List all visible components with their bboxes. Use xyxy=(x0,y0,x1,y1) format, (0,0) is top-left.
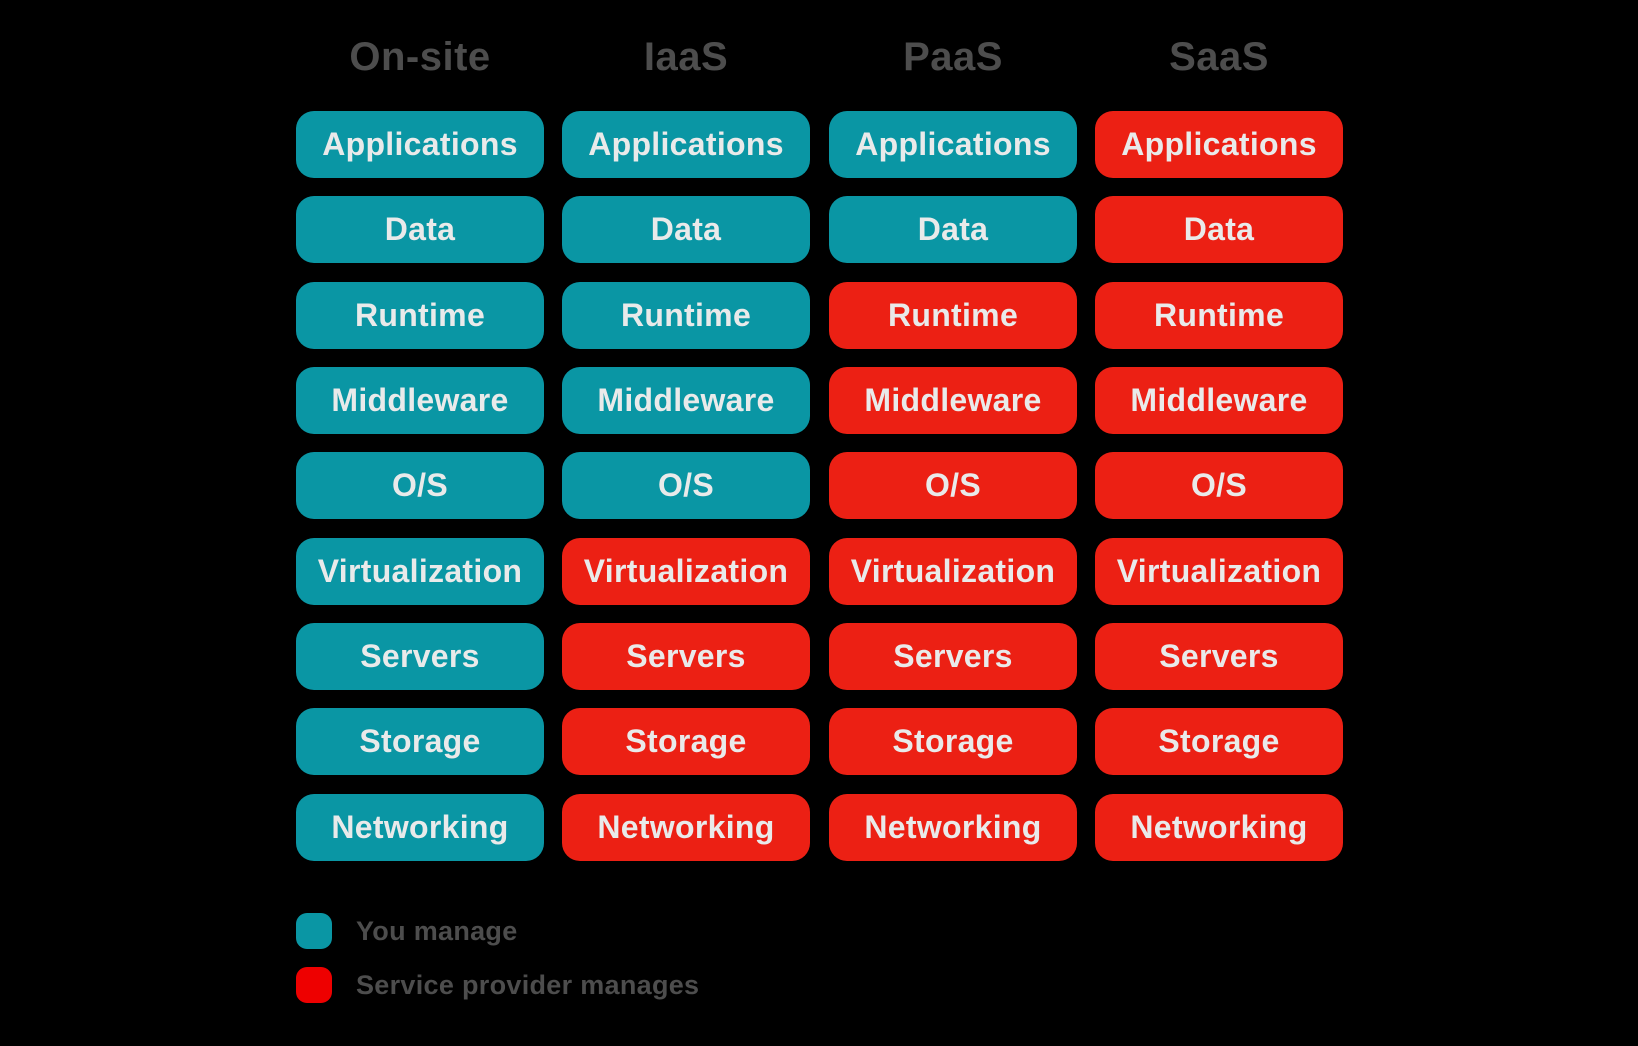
column-header-iaas: IaaS xyxy=(643,35,729,79)
cell-on-site-virtualization: Virtualization xyxy=(296,538,544,605)
cell-on-site-servers: Servers xyxy=(296,623,544,690)
cell-iaas-networking: Networking xyxy=(562,794,810,861)
cell-iaas-virtualization: Virtualization xyxy=(562,538,810,605)
cell-on-site-middleware: Middleware xyxy=(296,367,544,434)
cell-paas-virtualization: Virtualization xyxy=(829,538,1077,605)
cell-paas-data: Data xyxy=(829,196,1077,263)
legend-color-swatch-you-icon xyxy=(296,913,332,949)
cell-paas-storage: Storage xyxy=(829,708,1077,775)
cell-iaas-o-s: O/S xyxy=(562,452,810,519)
legend-item-service-provider-manages: Service provider manages xyxy=(296,967,699,1003)
legend-label: You manage xyxy=(356,915,518,946)
cell-saas-servers: Servers xyxy=(1095,623,1343,690)
cell-saas-applications: Applications xyxy=(1095,111,1343,178)
cell-iaas-data: Data xyxy=(562,196,810,263)
cell-iaas-applications: Applications xyxy=(562,111,810,178)
legend-label: Service provider manages xyxy=(356,969,700,1000)
cell-paas-networking: Networking xyxy=(829,794,1077,861)
cell-on-site-data: Data xyxy=(296,196,544,263)
cell-saas-data: Data xyxy=(1095,196,1343,263)
cell-on-site-o-s: O/S xyxy=(296,452,544,519)
column-header-on-site: On-site xyxy=(349,35,491,79)
cell-iaas-middleware: Middleware xyxy=(562,367,810,434)
cell-paas-servers: Servers xyxy=(829,623,1077,690)
cell-paas-middleware: Middleware xyxy=(829,367,1077,434)
cell-saas-storage: Storage xyxy=(1095,708,1343,775)
cell-paas-o-s: O/S xyxy=(829,452,1077,519)
cell-on-site-applications: Applications xyxy=(296,111,544,178)
legend-color-swatch-provider-icon xyxy=(296,967,332,1003)
cell-saas-middleware: Middleware xyxy=(1095,367,1343,434)
cell-saas-networking: Networking xyxy=(1095,794,1343,861)
cell-on-site-storage: Storage xyxy=(296,708,544,775)
column-header-paas: PaaS xyxy=(903,35,1003,79)
cell-iaas-runtime: Runtime xyxy=(562,282,810,349)
cell-iaas-storage: Storage xyxy=(562,708,810,775)
legend-item-you-manage: You manage xyxy=(296,913,518,949)
cell-iaas-servers: Servers xyxy=(562,623,810,690)
cell-paas-runtime: Runtime xyxy=(829,282,1077,349)
cell-on-site-runtime: Runtime xyxy=(296,282,544,349)
cell-saas-runtime: Runtime xyxy=(1095,282,1343,349)
cell-paas-applications: Applications xyxy=(829,111,1077,178)
column-header-saas: SaaS xyxy=(1169,35,1269,79)
cell-on-site-networking: Networking xyxy=(296,794,544,861)
cell-saas-o-s: O/S xyxy=(1095,452,1343,519)
cell-saas-virtualization: Virtualization xyxy=(1095,538,1343,605)
